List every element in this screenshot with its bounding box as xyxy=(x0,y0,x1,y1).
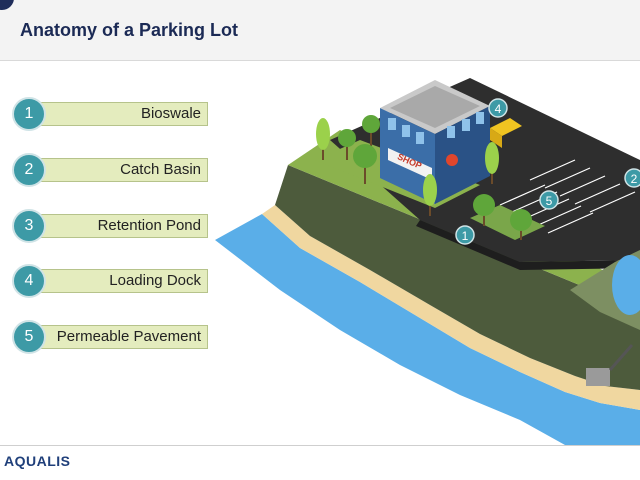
legend-item-4: 4 Loading Dock xyxy=(12,264,212,298)
marker-5-number: 5 xyxy=(546,194,553,208)
legend-number: 3 xyxy=(12,209,46,243)
legend-number: 4 xyxy=(12,264,46,298)
legend-item-2: 2 Catch Basin xyxy=(12,153,212,187)
brand-logo: AQUALIS xyxy=(4,453,71,469)
legend-label: Permeable Pavement xyxy=(28,325,208,349)
parking-lot-illustration: SHOP 1 2 4 5 xyxy=(215,78,640,445)
shop-windows xyxy=(388,112,484,144)
page-title: Anatomy of a Parking Lot xyxy=(20,20,239,40)
legend-number: 5 xyxy=(12,320,46,354)
legend-label: Loading Dock xyxy=(28,269,208,293)
legend-number: 2 xyxy=(12,153,46,187)
trees xyxy=(316,115,532,240)
legend-item-3: 3 Retention Pond xyxy=(12,209,212,243)
marker-2: 2 xyxy=(624,168,640,188)
legend-item-1: 1 Bioswale xyxy=(12,97,212,131)
truck-body xyxy=(490,128,502,148)
drain-line xyxy=(608,344,634,371)
footer-divider xyxy=(0,445,640,446)
marker-1: 1 xyxy=(455,225,475,245)
header-bar: Anatomy of a Parking Lot xyxy=(0,0,640,61)
marker-5: 5 xyxy=(539,190,559,210)
header-badge xyxy=(0,0,14,10)
legend-label: Catch Basin xyxy=(28,158,208,182)
legend-label: Retention Pond xyxy=(28,214,208,238)
sand-bank xyxy=(262,205,640,410)
river xyxy=(215,214,640,445)
ground-side xyxy=(275,165,640,390)
pond-water xyxy=(612,255,640,315)
shop-roof-inner xyxy=(390,86,480,128)
legend-label: Bioswale xyxy=(28,102,208,126)
outfall-pipe xyxy=(586,368,610,386)
shop-sign-panel xyxy=(388,148,432,180)
legend-number: 1 xyxy=(12,97,46,131)
marker-4-number: 4 xyxy=(495,102,502,116)
marker-4: 4 xyxy=(488,98,508,118)
marker-1-number: 1 xyxy=(462,229,469,243)
loading-truck xyxy=(490,118,522,136)
marker-2-number: 2 xyxy=(631,172,638,186)
shop-logo xyxy=(446,154,458,166)
legend-item-5: 5 Permeable Pavement xyxy=(12,320,212,354)
